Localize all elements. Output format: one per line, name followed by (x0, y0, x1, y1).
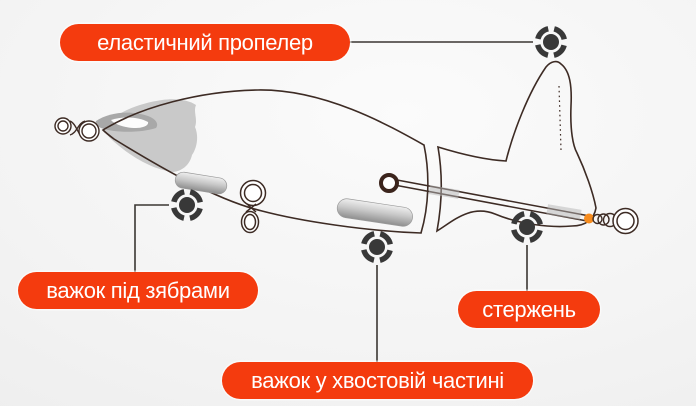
shaft-sleeve-front (428, 185, 460, 199)
callout-line-gill-weight (134, 204, 169, 272)
tail-propeller-section (435, 60, 597, 233)
label-shaft: стержень (458, 291, 600, 328)
gill-weight-capsule (174, 171, 228, 195)
shaft-sleeve-rear (546, 204, 582, 220)
target-marker-icon-tail-weight (360, 230, 394, 264)
belly-hook-hanger (239, 179, 267, 234)
shaft-assembly (379, 173, 639, 235)
label-tail-weight: важок у хвостовій частині (222, 362, 533, 399)
label-propeller: еластичний пропелер (60, 24, 350, 61)
orange-bead (584, 213, 594, 224)
label-gill-weight: важок під зябрами (18, 272, 258, 309)
shaft-front-ring (379, 173, 399, 193)
lure-body-outline (101, 89, 429, 234)
rear-eye-loop (612, 207, 639, 235)
target-marker-icon-propeller (534, 25, 568, 59)
nose-split-ring (54, 117, 100, 142)
propeller-fold-dotted-line (558, 85, 562, 151)
target-marker-icon-gill-weight (170, 188, 204, 222)
tail-weight-capsule (336, 198, 413, 227)
target-marker-icon-shaft (510, 210, 544, 244)
